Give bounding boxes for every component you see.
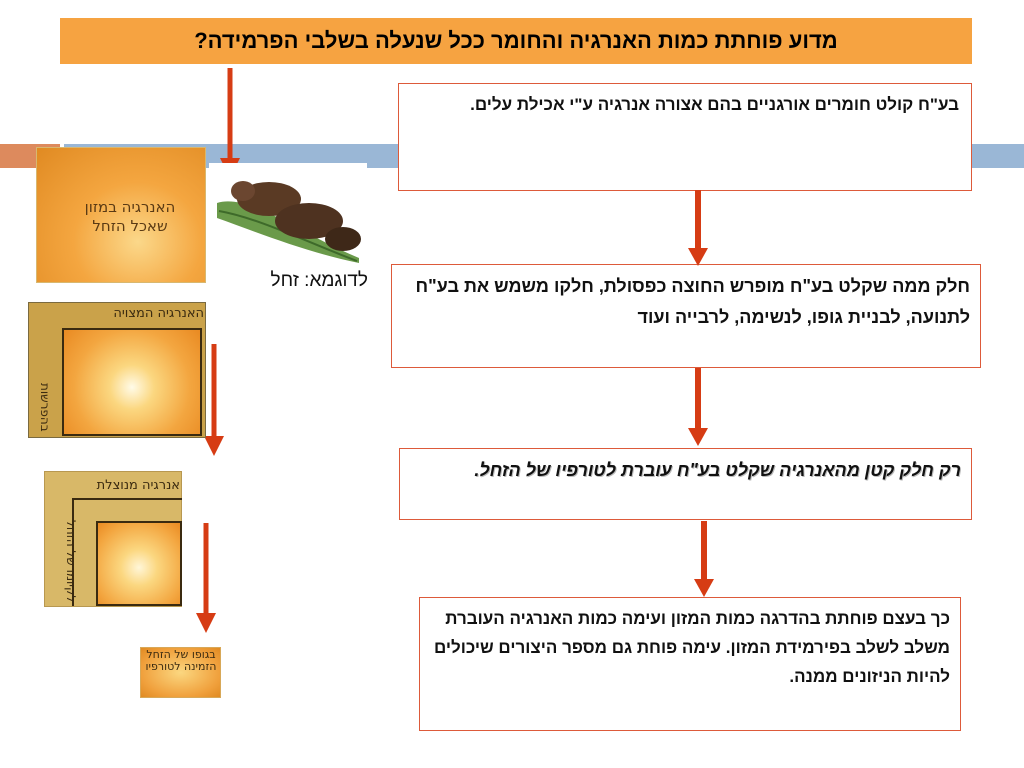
down-arrow-3 — [694, 521, 714, 597]
down-arrow-2 — [688, 368, 708, 446]
step-box-2: חלק ממה שקלט בע"ח מופרש החוצה כפסולת, חל… — [391, 264, 981, 368]
slide-title-bar: מדוע פוחתת כמות האנרגיה והחומר ככל שנעלה… — [60, 18, 972, 64]
slide-title: מדוע פוחתת כמות האנרגיה והחומר ככל שנעלה… — [194, 28, 838, 53]
down-arrow-left-2 — [196, 523, 216, 633]
stored-energy-square — [62, 328, 202, 436]
example-label: לדוגמא: זחל — [270, 270, 368, 291]
food-energy-label: האנרגיה במזון שאכל הזחל — [84, 198, 176, 235]
caterpillar-illustration — [209, 163, 367, 263]
used-energy-frame — [72, 498, 182, 606]
step-box-3: רק חלק קטן מהאנרגיה שקלט בע"ח עוברת לטור… — [399, 448, 972, 520]
step-box-1: בע"ח קולט חומרים אורגניים בהם אצורה אנרג… — [398, 83, 972, 191]
food-energy-picture — [36, 147, 206, 283]
step-box-4: כך בעצם פוחתת בהדרגה כמות המזון ועימה כמ… — [419, 597, 961, 731]
available-energy-label: בגופו של הזחל הזמינה לטורפיו — [145, 648, 217, 673]
survival-label: לקיומו של הזחל — [64, 519, 78, 602]
down-arrow-1 — [688, 190, 708, 266]
excreted-label: בהפרשות — [38, 383, 52, 432]
used-energy-square — [96, 521, 182, 606]
down-arrow-left-1 — [204, 344, 224, 456]
used-energy-label: אנרגיה מנוצלת — [96, 478, 180, 493]
available-energy-picture — [140, 647, 221, 698]
stored-energy-label: האנרגיה המצויה — [113, 306, 204, 321]
